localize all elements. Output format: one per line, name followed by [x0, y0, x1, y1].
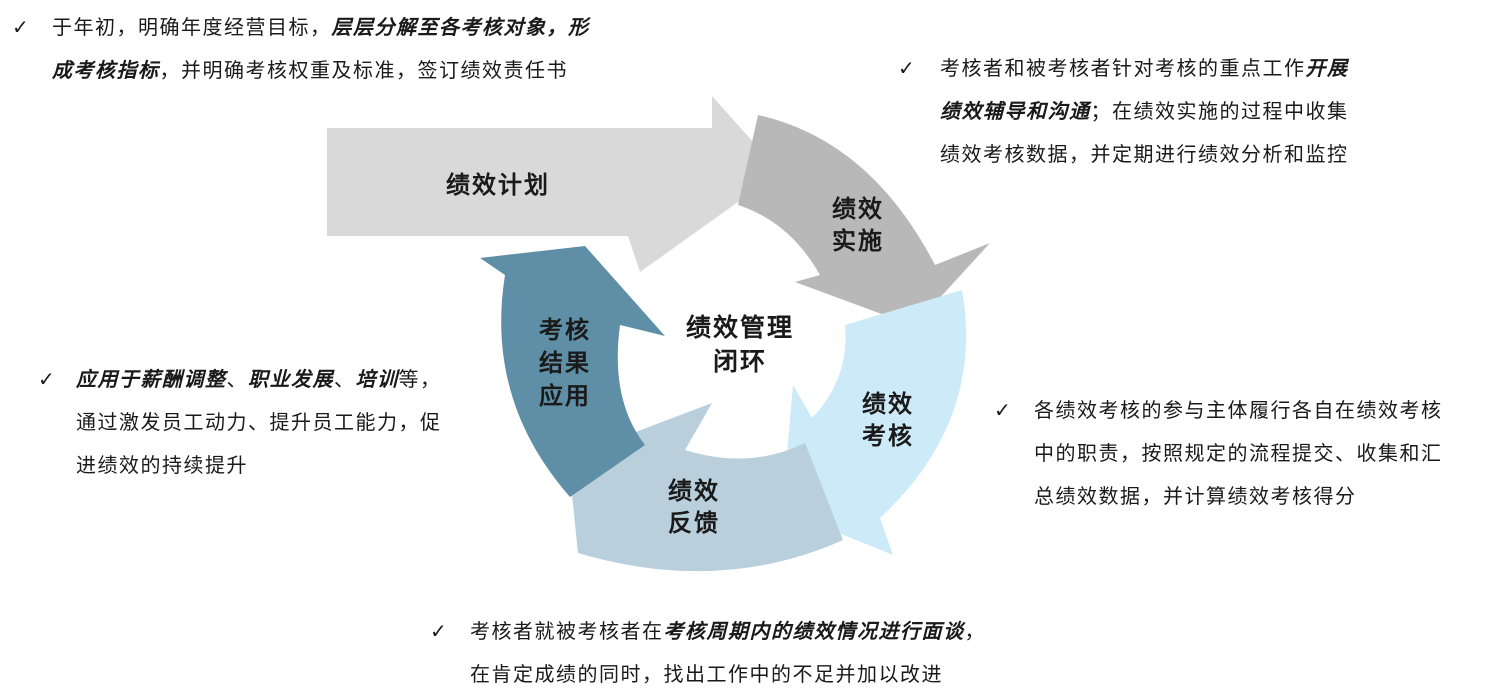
- note-apply-line-2: 通过激发员工动力、提升员工能力，促: [76, 410, 442, 434]
- stage-implement-label-1: 绩效: [832, 194, 884, 223]
- note-feedback-line-2: 在肯定成绩的同时，找出工作中的不足并加以改进: [470, 662, 943, 686]
- stage-assess-label-2: 考核: [862, 421, 914, 450]
- note-implement-line-2: 绩效辅导和沟通；在绩效实施的过程中收集: [940, 99, 1349, 123]
- note-apply-line-3: 进绩效的持续提升: [76, 453, 248, 477]
- stage-assess-arrow: [782, 290, 967, 555]
- note-feedback: ✓ 考核者就被考核者在考核周期内的绩效情况进行面谈， 在肯定成绩的同时，找出工作…: [430, 610, 986, 696]
- stage-apply-label-3: 应用: [539, 381, 591, 410]
- note-feedback-line-1: 考核者就被考核者在考核周期内的绩效情况进行面谈，: [470, 619, 986, 643]
- note-plan-line-1: 于年初，明确年度经营目标，层层分解至各考核对象，形: [52, 15, 590, 39]
- note-plan: ✓ 于年初，明确年度经营目标，层层分解至各考核对象，形 成考核指标，并明确考核权…: [12, 6, 590, 92]
- stage-assess-label-1: 绩效: [862, 389, 914, 418]
- stage-apply-label-2: 结果: [539, 348, 591, 377]
- stage-apply-arrow: [480, 246, 665, 497]
- note-assess-line-2: 中的职责，按照规定的流程提交、收集和汇: [1034, 441, 1443, 465]
- stage-feedback-label-2: 反馈: [668, 508, 720, 537]
- note-assess-line-3: 总绩效数据，并计算绩效考核得分: [1034, 484, 1357, 508]
- note-implement: ✓ 考核者和被考核者针对考核的重点工作开展 绩效辅导和沟通；在绩效实施的过程中收…: [898, 47, 1349, 176]
- check-icon: ✓: [12, 15, 31, 39]
- stage-implement-label-2: 实施: [832, 226, 884, 255]
- check-icon: ✓: [994, 398, 1013, 422]
- note-apply-line-1: 应用于薪酬调整、职业发展、培训等，: [76, 367, 442, 391]
- note-implement-line-3: 绩效考核数据，并定期进行绩效分析和监控: [940, 142, 1349, 166]
- center-label-1: 绩效管理: [686, 313, 794, 342]
- center-label-2: 闭环: [713, 347, 767, 376]
- stage-apply-label-1: 考核: [539, 315, 591, 344]
- stage-implement-arrow: [738, 115, 990, 326]
- note-assess-line-1: 各绩效考核的参与主体履行各自在绩效考核: [1034, 398, 1443, 422]
- stage-plan-label: 绩效计划: [446, 170, 550, 199]
- check-icon: ✓: [38, 367, 57, 391]
- note-plan-line-2: 成考核指标，并明确考核权重及标准，签订绩效责任书: [52, 58, 568, 82]
- check-icon: ✓: [430, 619, 449, 643]
- note-implement-line-1: 考核者和被考核者针对考核的重点工作开展: [940, 56, 1349, 80]
- note-assess: ✓ 各绩效考核的参与主体履行各自在绩效考核 中的职责，按照规定的流程提交、收集和…: [994, 389, 1443, 518]
- note-apply: ✓ 应用于薪酬调整、职业发展、培训等， 通过激发员工动力、提升员工能力，促 进绩…: [38, 358, 442, 487]
- stage-feedback-label-1: 绩效: [668, 476, 720, 505]
- check-icon: ✓: [898, 56, 917, 80]
- stage-plan-arrow: [327, 96, 780, 272]
